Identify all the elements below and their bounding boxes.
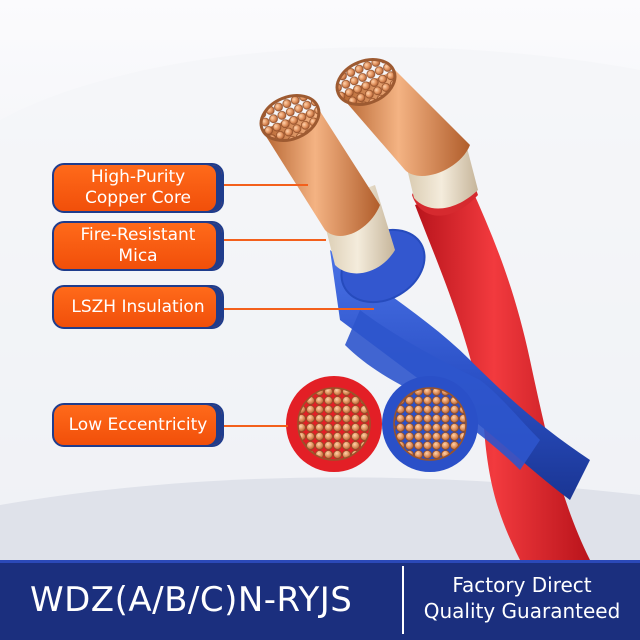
label-insulation-text: LSZH Insulation <box>71 296 205 317</box>
label-mica-line1: Fire-Resistant <box>80 225 196 245</box>
slogan-line2: Quality Guaranteed <box>423 599 621 623</box>
copper-strand-icon <box>335 58 470 176</box>
footer-bar <box>0 560 640 640</box>
leader-line-insulation <box>224 308 374 310</box>
leader-line-copper <box>224 184 308 186</box>
label-mica: Fire-Resistant Mica <box>52 221 224 271</box>
label-eccentricity: Low Eccentricity <box>52 403 224 447</box>
cross-section-blue-icon <box>382 376 478 472</box>
footer-divider <box>402 566 404 634</box>
model-name: WDZ(A/B/C)N-RYJS <box>30 580 353 620</box>
label-mica-line2: Mica <box>118 246 158 266</box>
copper-conductor-blue <box>259 94 380 236</box>
label-insulation: LSZH Insulation <box>52 285 224 329</box>
leader-line-eccentricity <box>224 425 288 427</box>
label-copper-core-line1: High-Purity <box>90 167 186 187</box>
cross-section-red-icon <box>286 376 382 472</box>
leader-line-mica <box>224 239 326 241</box>
label-eccentricity-text: Low Eccentricity <box>68 414 208 435</box>
label-copper-core-line2: Copper Core <box>84 188 192 208</box>
label-copper-core: High-Purity Copper Core <box>52 163 224 213</box>
slogan: Factory Direct Quality Guaranteed <box>410 572 634 624</box>
slogan-line1: Factory Direct <box>452 573 592 597</box>
